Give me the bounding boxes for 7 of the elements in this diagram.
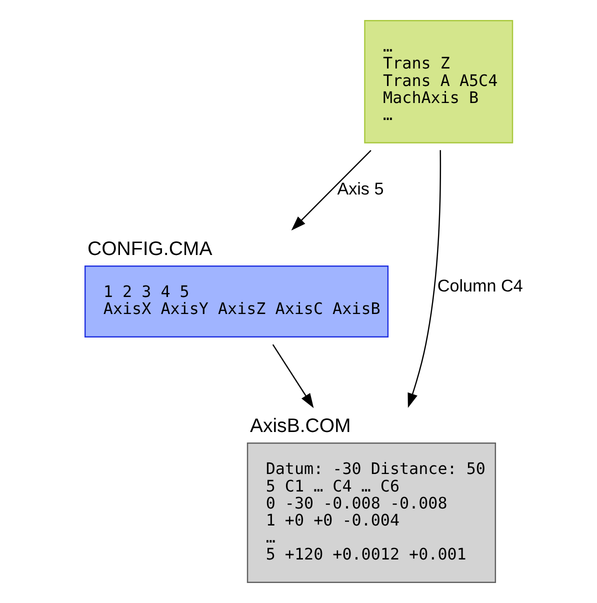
- edge-label: Column C4: [437, 276, 523, 296]
- node-label: AxisB.COM: [250, 414, 351, 437]
- arrow: [291, 150, 372, 231]
- arrow: [272, 344, 314, 408]
- edge-label: Axis 5: [337, 179, 384, 198]
- node-label: CONFIG.CMA: [88, 238, 212, 260]
- arrow: [408, 150, 442, 408]
